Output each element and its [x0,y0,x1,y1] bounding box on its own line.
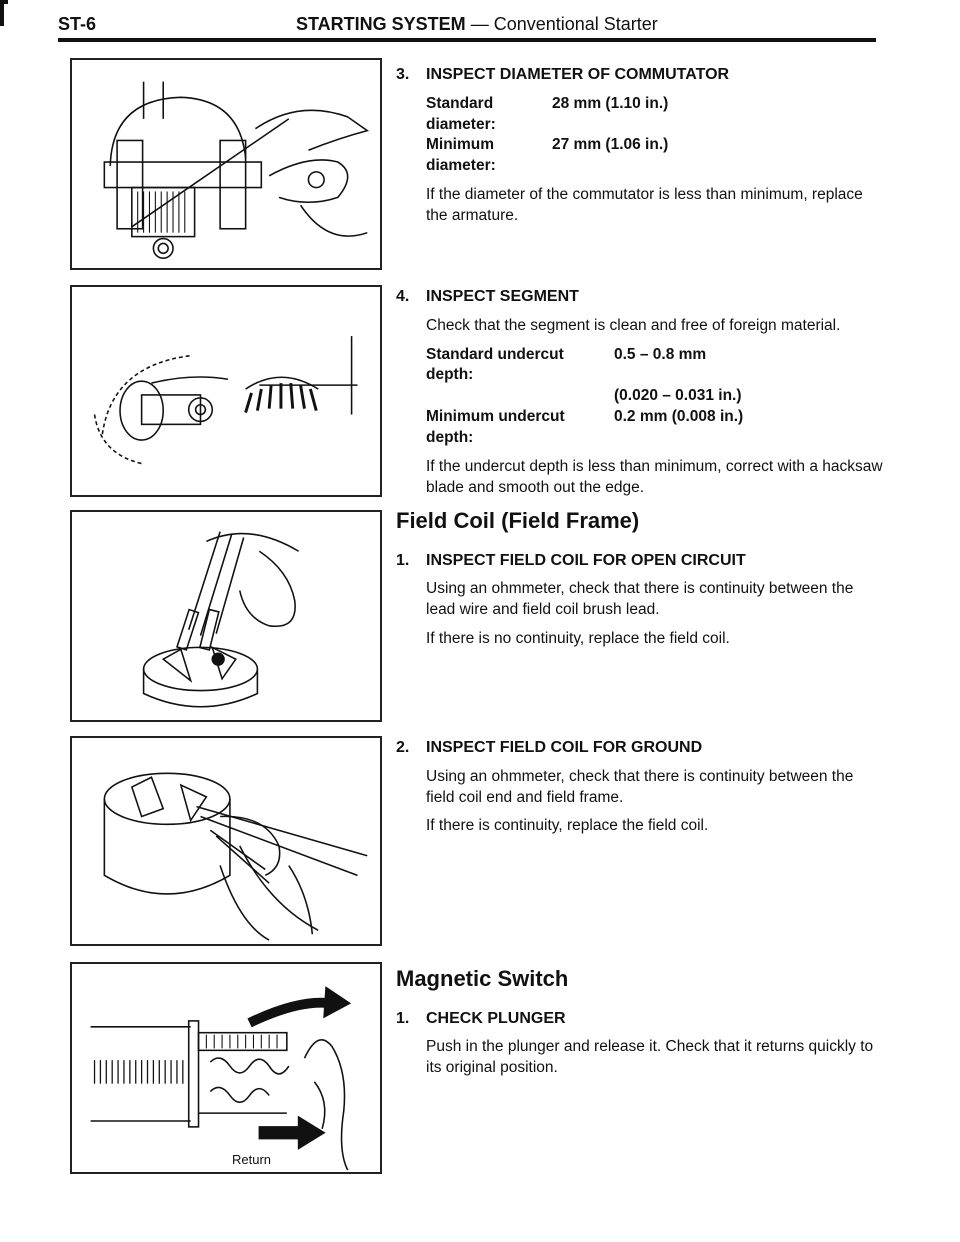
spec-block: Standard diameter: 28 mm (1.10 in.) Minim… [426,94,886,178]
step-title: INSPECT SEGMENT [426,288,579,305]
section-title: STARTING SYSTEM — Conventional Starter [296,14,658,35]
step-title: INSPECT FIELD COIL FOR GROUND [426,739,703,756]
check-text: Using an ohmmeter, check that there is c… [426,580,854,619]
step-title: INSPECT FIELD COIL FOR OPEN CIRCUIT [426,551,746,569]
step-heading: 4. INSPECT SEGMENT [396,286,886,308]
spec-value: 28 mm (1.10 in.) [552,94,669,112]
figure-magnetic-switch: Return [70,962,382,1174]
page-corner-mark [0,0,8,26]
spec-label: Standard undercut depth: [426,345,564,384]
section-commutator-diameter: 3. INSPECT DIAMETER OF COMMUTATOR Standar… [396,64,886,227]
note-text: If there is no continuity, replace the f… [426,630,730,648]
spec-label: Minimum diameter: [426,136,496,175]
step-title: INSPECT DIAMETER OF COMMUTATOR [426,66,730,83]
check-text: Using an ohmmeter, check that there is c… [426,767,854,806]
spec-block: Standard undercut depth: 0.5 – 0.8 mm (0.… [426,345,886,450]
spec-value: 0.5 – 0.8 mm [614,345,707,363]
header-rule [58,38,876,42]
step-number: 3. [396,66,410,83]
step-number: 4. [396,288,410,305]
spec-label: Standard diameter: [426,94,496,133]
figure-field-coil-ground [70,736,382,946]
section-field-coil-ground: 2. INSPECT FIELD COIL FOR GROUND Using an… [396,737,886,837]
step-number: 2. [396,739,410,756]
step-number: 1. [396,1009,410,1027]
spec-value: (0.020 – 0.031 in.) [614,387,742,405]
note-text: If there is continuity, replace the fiel… [426,817,709,835]
spec-value: 27 mm (1.06 in.) [552,136,669,154]
return-label: Return [232,1152,272,1167]
note-text: If the undercut depth is less than minim… [426,458,883,497]
magnetic-switch-heading: Magnetic Switch [396,966,569,991]
note-text: If the diameter of the commutator is les… [426,186,863,225]
check-text: Check that the segment is clean and free… [426,316,841,334]
section-field-coil: Field Coil (Field Frame) 1. INSPECT FIELD… [396,506,886,650]
step-heading: 2. INSPECT FIELD COIL FOR GROUND [396,737,886,759]
step-heading: 3. INSPECT DIAMETER OF COMMUTATOR [396,64,886,86]
step-heading: 1. CHECK PLUNGER [396,1008,886,1030]
section-inspect-segment: 4. INSPECT SEGMENT Check that the segment… [396,286,886,499]
section-magnetic-switch: Magnetic Switch 1. CHECK PLUNGER Push in … [396,964,886,1079]
field-coil-heading: Field Coil (Field Frame) [396,508,640,533]
step-title: CHECK PLUNGER [426,1009,566,1027]
figure-field-coil-open [70,510,382,722]
spec-label-spacer [426,386,614,407]
section-title-rest: — Conventional Starter [465,14,658,34]
section-title-strong: STARTING SYSTEM [296,14,466,34]
step-heading: 1. INSPECT FIELD COIL FOR OPEN CIRCUIT [396,550,886,572]
step-number: 1. [396,551,410,569]
spec-label: Minimum undercut depth: [426,408,565,447]
page-header: ST-6 STARTING SYSTEM — Conventional Star… [58,14,876,44]
figure-commutator-caliper [70,58,382,270]
figure-commutator-segment [70,285,382,497]
check-text: Push in the plunger and release it. Chec… [426,1038,874,1077]
page-code: ST-6 [58,14,97,34]
spec-value: 0.2 mm (0.008 in.) [614,408,744,426]
